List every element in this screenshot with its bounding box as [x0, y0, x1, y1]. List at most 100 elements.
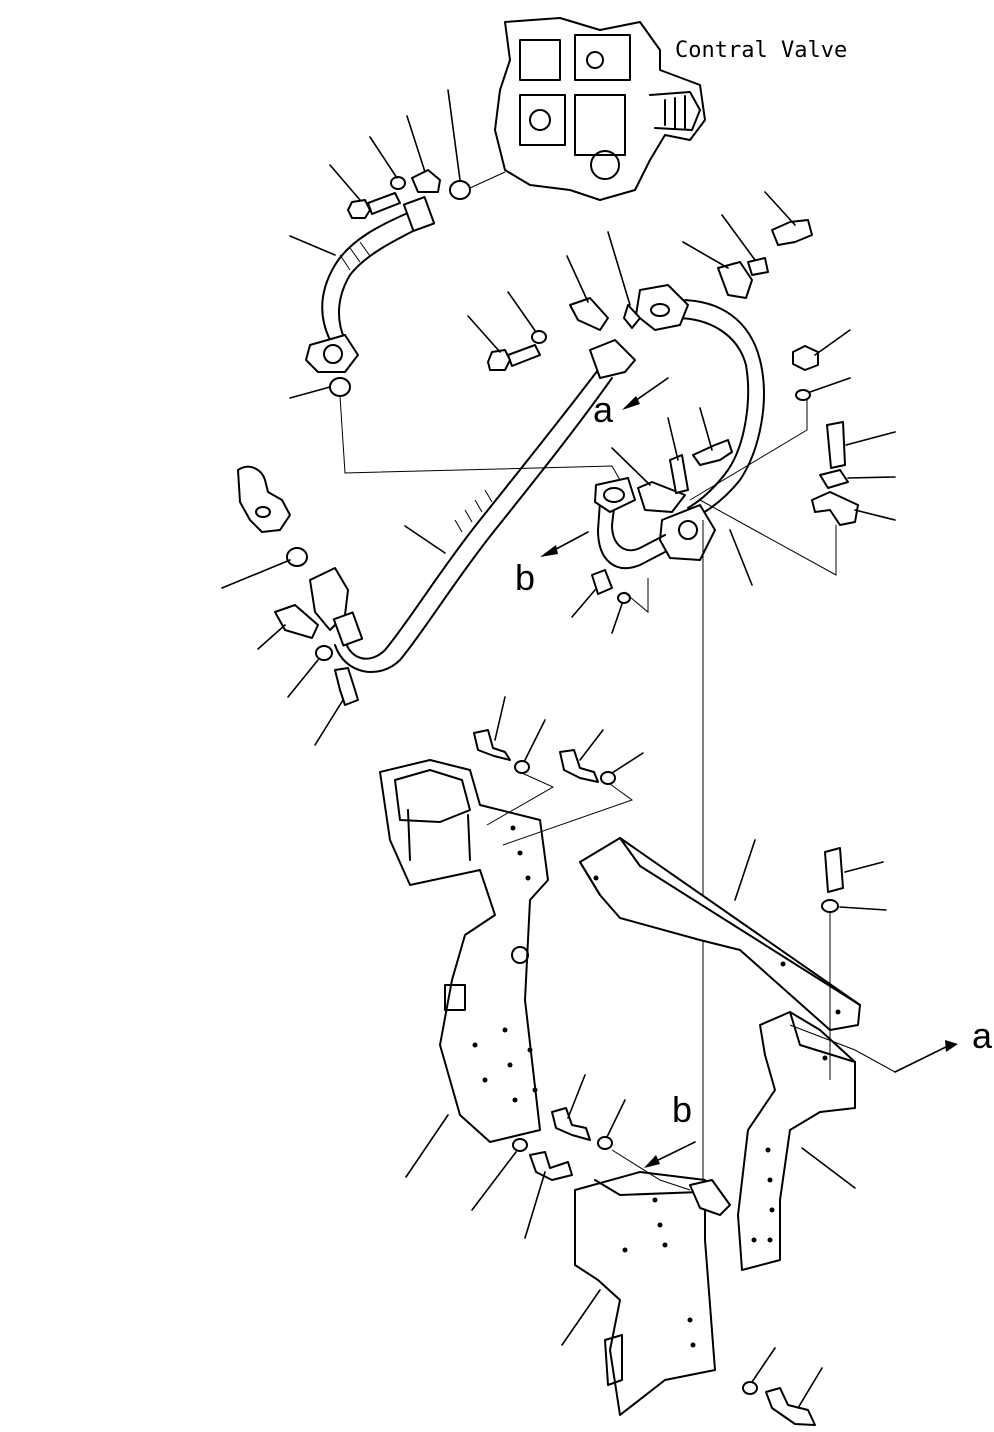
hose-long — [309, 339, 636, 673]
washer — [512, 1138, 528, 1152]
leader-line — [689, 400, 808, 501]
leader-line — [667, 417, 679, 461]
bracket-cross-beam — [579, 837, 861, 1031]
leader-line — [467, 315, 501, 353]
leader-line — [606, 1099, 626, 1138]
washer — [742, 1381, 758, 1395]
washer — [315, 645, 333, 661]
leader-line — [764, 191, 796, 226]
steel-tube — [594, 284, 765, 570]
clamp-lower-left — [274, 604, 319, 639]
clip-bottom — [689, 1179, 731, 1216]
plate-middle — [669, 454, 689, 494]
bracket-bottom — [574, 1171, 716, 1416]
bolt-bracket-3 — [824, 847, 844, 893]
leader-line — [566, 255, 589, 303]
clamp-right — [811, 491, 859, 526]
bolt-elbow — [591, 569, 613, 595]
leader-line — [611, 447, 651, 486]
leader-line — [844, 861, 884, 873]
leader-line — [847, 476, 896, 479]
leader-line — [721, 214, 756, 261]
leader-line — [623, 578, 649, 614]
view-label-b-bottom: b — [672, 1089, 692, 1130]
washer — [514, 760, 530, 774]
bolt-tube-middle — [692, 439, 733, 466]
leader-line — [339, 395, 621, 481]
o-ring-left — [329, 377, 351, 397]
leader-line — [571, 589, 596, 618]
arrow-head — [622, 396, 640, 410]
leader-line — [607, 231, 631, 306]
washer — [531, 330, 547, 344]
view-label-a-top: a — [593, 389, 614, 430]
washer — [821, 899, 839, 913]
o-ring-small-right — [795, 389, 811, 401]
leader-line — [369, 136, 398, 179]
control-valve-label: Contral Valve — [675, 38, 847, 63]
clamp-tube-top — [717, 261, 753, 299]
leader-line — [561, 1289, 601, 1346]
leader-line — [287, 659, 319, 698]
leader-line — [801, 1147, 856, 1189]
hose-upper — [305, 196, 436, 373]
bolt-bracket-1 — [473, 729, 511, 761]
leader-line — [809, 377, 851, 393]
leader-line — [447, 89, 461, 181]
bolt-right — [826, 421, 846, 469]
bolt-bracket-4 — [551, 1107, 591, 1141]
leader-line — [839, 906, 887, 911]
leader-line — [494, 696, 506, 741]
leader-line — [471, 1151, 517, 1211]
arrow-head — [644, 1155, 660, 1168]
leader-line — [404, 525, 446, 554]
leader-line — [789, 1024, 896, 1073]
leader-line — [845, 431, 896, 446]
control-valve — [494, 17, 706, 201]
bolt-tube-top — [771, 219, 813, 246]
leader-line — [751, 1347, 776, 1383]
arrow-head — [540, 545, 558, 557]
washer — [390, 176, 406, 190]
o-ring-lower-left — [286, 547, 308, 567]
leader-line — [257, 624, 286, 650]
leader-line — [289, 235, 336, 256]
leader-line — [611, 1149, 691, 1191]
leader-line — [699, 407, 713, 451]
o-ring-elbow — [617, 592, 631, 604]
leader-line — [699, 499, 837, 576]
leader-line — [221, 559, 291, 589]
bolt-bracket-2 — [559, 749, 599, 783]
flange-left — [237, 465, 291, 533]
bracket-left-tall — [379, 759, 549, 1143]
clamp-upper — [411, 169, 441, 193]
arrow-head — [945, 1040, 958, 1052]
bolt-lower-left — [334, 667, 359, 706]
leader-line — [814, 329, 851, 356]
leader-line — [611, 752, 644, 774]
leader-line — [289, 386, 331, 399]
leader-line — [734, 839, 756, 901]
washer — [600, 771, 616, 785]
leader-line — [854, 509, 896, 521]
view-arrow-a-lower — [894, 1044, 951, 1073]
leader-line — [314, 699, 344, 746]
leader-line — [486, 772, 555, 826]
leader-line — [507, 291, 537, 333]
bolt-bracket-6 — [765, 1387, 816, 1426]
leader-line — [524, 1171, 546, 1239]
bolt-hose-upper — [347, 192, 401, 219]
o-ring-top — [449, 180, 471, 200]
leader-line — [524, 719, 546, 761]
washer — [597, 1136, 613, 1150]
leader-line — [611, 603, 623, 634]
leader-line — [682, 241, 729, 269]
clamp-tube-middle — [637, 481, 686, 513]
o-ring-small — [623, 304, 641, 329]
leader-line — [729, 529, 753, 586]
plate-right — [819, 469, 849, 489]
leader-line — [567, 1074, 586, 1119]
leader-line — [329, 164, 361, 201]
bolt-bracket-5 — [529, 1151, 573, 1181]
